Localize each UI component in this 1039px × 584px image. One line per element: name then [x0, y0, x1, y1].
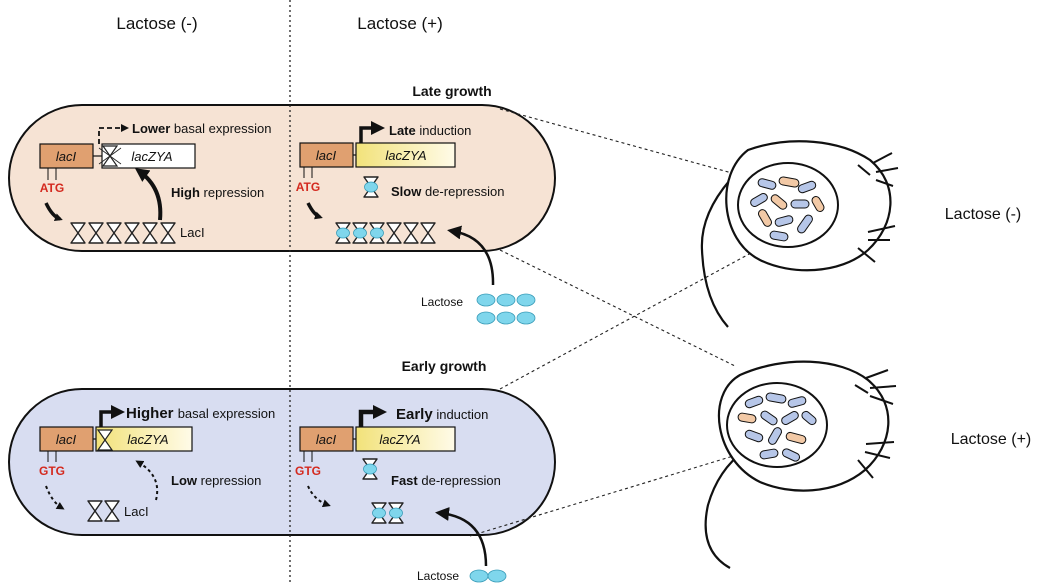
translation-arrow	[307, 485, 331, 508]
laci-gene-box	[39, 426, 94, 452]
basal-expression-text: Higher basal expression	[126, 405, 275, 422]
laczya-gene-label: lacZYA	[379, 432, 420, 447]
early-growth-title: Early growth	[402, 358, 487, 374]
laci-protein-label: LacI	[180, 225, 205, 240]
late-growth-title: Late growth	[412, 83, 491, 99]
laci-gene-label: lacI	[316, 148, 337, 163]
start-codon-label: ATG	[40, 181, 64, 195]
repression-arrow	[134, 168, 163, 221]
lactose-molecules-icon	[469, 569, 507, 583]
released-repressor-icon	[362, 458, 378, 480]
induction-text: Late induction	[389, 123, 471, 138]
laci-protein-label: LacI	[124, 504, 149, 519]
connector-lines	[469, 108, 776, 537]
lactose-uptake-arrow	[435, 507, 488, 567]
laczya-gene-label: lacZYA	[385, 148, 426, 163]
bottom-left-panel: lacI lacZYA Higher basal expression GTG …	[39, 405, 275, 522]
top-right-panel: lacI lacZYA Late induction ATG Slow de-r…	[296, 121, 536, 325]
header-lactose-minus: Lactose (-)	[116, 14, 197, 33]
mouse-bottom-label: Lactose (+)	[951, 431, 1031, 448]
start-codon-label: ATG	[296, 180, 320, 194]
start-codon-label: GTG	[295, 464, 321, 478]
early-growth-cell	[8, 388, 556, 536]
lactose-label: Lactose	[421, 295, 463, 309]
repressor-on-operator-icon	[101, 145, 119, 167]
basal-expression-arrow	[99, 405, 125, 427]
repression-text: High repression	[171, 185, 264, 200]
laci-gene-box	[299, 426, 354, 452]
late-growth-cell	[8, 104, 556, 252]
bottom-right-panel: lacI lacZYA Early induction GTG Fast de-…	[295, 405, 507, 583]
laci-gene-label: lacI	[316, 432, 337, 447]
basal-expression-arrow	[98, 124, 129, 144]
induction-arrow	[359, 121, 385, 143]
released-repressor-icon	[363, 176, 379, 198]
mouse-whiskers	[857, 152, 899, 263]
derepression-text: Fast de-repression	[391, 473, 501, 488]
gut-bacteria	[737, 392, 817, 462]
gut-bacteria	[750, 176, 825, 242]
repression-text: Low repression	[171, 473, 261, 488]
mouse-top-label: Lactose (-)	[945, 206, 1021, 223]
laczya-gene-box	[355, 142, 456, 168]
start-codon-label: GTG	[39, 464, 65, 478]
repressor-on-operator-icon	[96, 429, 114, 451]
mouse-tail	[704, 449, 746, 569]
mouse-tail	[700, 179, 731, 328]
lactose-label: Lactose	[417, 569, 459, 583]
laczya-gene-label: lacZYA	[127, 432, 168, 447]
induction-arrow	[358, 405, 387, 427]
mouse-lactose-minus	[700, 140, 899, 328]
lactose-molecules-icon	[476, 293, 536, 325]
mouse-whiskers	[854, 369, 897, 479]
derepression-text: Slow de-repression	[391, 184, 504, 199]
translation-arrow	[306, 202, 323, 220]
basal-expression-text: Lower basal expression	[132, 121, 271, 136]
laczya-gene-label: lacZYA	[131, 149, 172, 164]
induction-text: Early induction	[396, 406, 488, 423]
translation-arrow	[45, 485, 65, 510]
top-left-panel: lacI lacZYA Lower basal expression ATG L…	[39, 121, 271, 244]
mouse-lactose-plus	[704, 360, 897, 569]
lactose-uptake-arrow	[447, 225, 495, 286]
translation-arrow	[44, 202, 63, 221]
laci-gene-box	[39, 143, 94, 169]
header-lactose-plus: Lactose (+)	[357, 14, 443, 33]
laci-gene-label: lacI	[56, 149, 77, 164]
laczya-gene-box	[355, 426, 456, 452]
laci-gene-label: lacI	[56, 432, 77, 447]
